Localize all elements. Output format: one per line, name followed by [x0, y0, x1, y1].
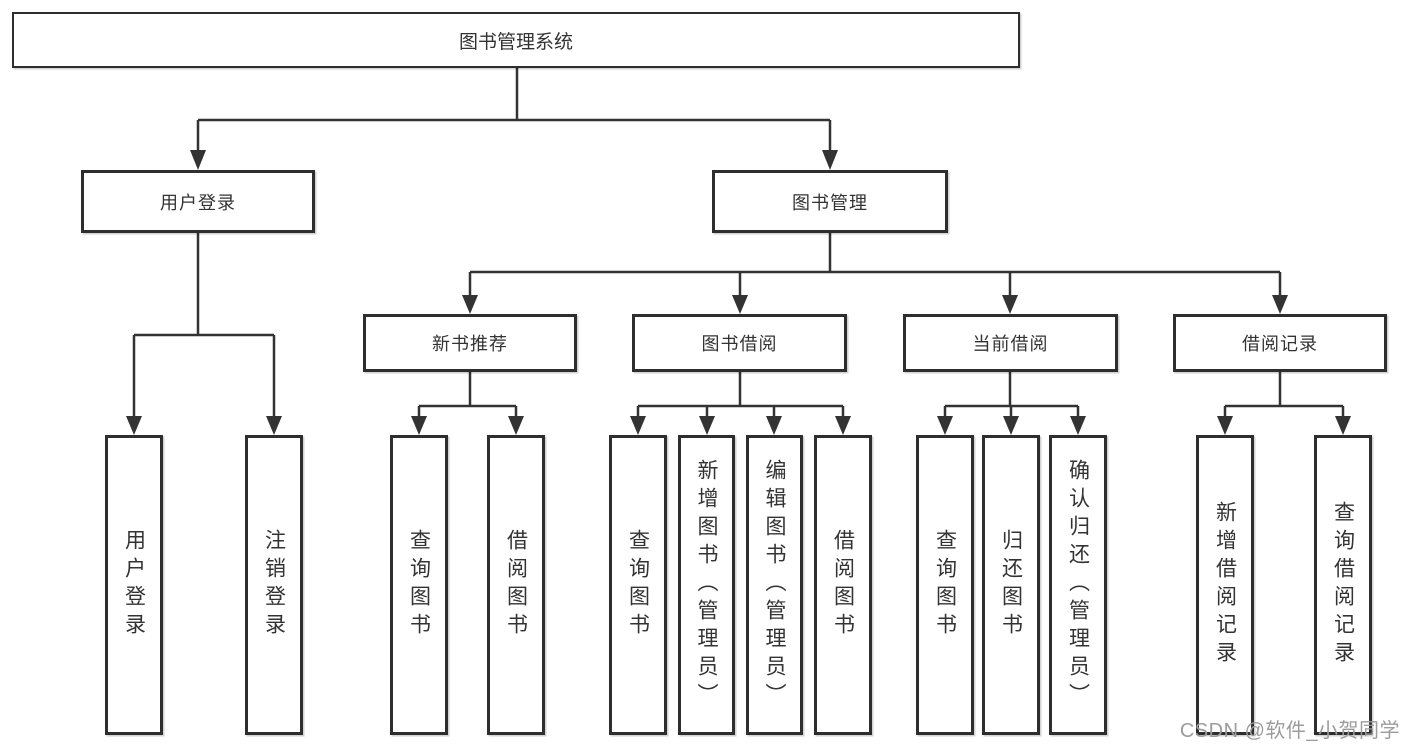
- leaf-edit-book-admin: 编辑图书（管理员）: [746, 435, 803, 735]
- leaf-add-book-admin: 新增图书（管理员）: [678, 435, 735, 735]
- leaf-query-book-recommend-label: 查询图书: [407, 529, 431, 641]
- leaf-return-book: 归还图书: [982, 435, 1040, 735]
- leaf-borrow-book-recommend-label: 借阅图书: [504, 529, 528, 641]
- node-borrow-record: 借阅记录: [1173, 314, 1387, 372]
- leaf-user-login: 用户登录: [105, 435, 163, 735]
- node-book-management: 图书管理: [712, 170, 948, 233]
- leaf-add-book-admin-label: 新增图书（管理员）: [695, 459, 718, 711]
- leaf-logout: 注销登录: [245, 435, 303, 735]
- leaf-logout-label: 注销登录: [262, 529, 286, 641]
- leaf-confirm-return-admin-label: 确认归还（管理员）: [1066, 459, 1090, 711]
- leaf-edit-book-admin-label: 编辑图书（管理员）: [763, 459, 786, 711]
- leaf-query-book-borrow: 查询图书: [609, 435, 667, 735]
- leaf-query-book-recommend: 查询图书: [390, 435, 448, 735]
- node-book-borrow: 图书借阅: [632, 314, 847, 372]
- node-user-login: 用户登录: [81, 170, 315, 233]
- leaf-borrow-book-recommend: 借阅图书: [487, 435, 545, 735]
- leaf-query-book-borrow-label: 查询图书: [626, 529, 650, 641]
- node-new-book-recommend: 新书推荐: [363, 314, 577, 372]
- node-current-borrow: 当前借阅: [903, 314, 1118, 372]
- leaf-user-login-label: 用户登录: [122, 529, 146, 641]
- leaf-borrow-book-borrow: 借阅图书: [814, 435, 872, 735]
- leaf-return-book-label: 归还图书: [999, 529, 1023, 641]
- leaf-borrow-book-borrow-label: 借阅图书: [831, 529, 855, 641]
- leaf-query-borrow-record-label: 查询借阅记录: [1331, 501, 1355, 669]
- node-root: 图书管理系统: [12, 12, 1020, 68]
- leaf-query-book-current: 查询图书: [916, 435, 974, 735]
- leaf-query-book-current-label: 查询图书: [933, 529, 957, 641]
- leaf-add-borrow-record-label: 新增借阅记录: [1213, 501, 1237, 669]
- watermark: CSDN @软件_小贺同学: [1179, 720, 1400, 742]
- leaf-confirm-return-admin: 确认归还（管理员）: [1049, 435, 1107, 735]
- leaf-query-borrow-record: 查询借阅记录: [1314, 435, 1372, 735]
- leaf-add-borrow-record: 新增借阅记录: [1196, 435, 1254, 735]
